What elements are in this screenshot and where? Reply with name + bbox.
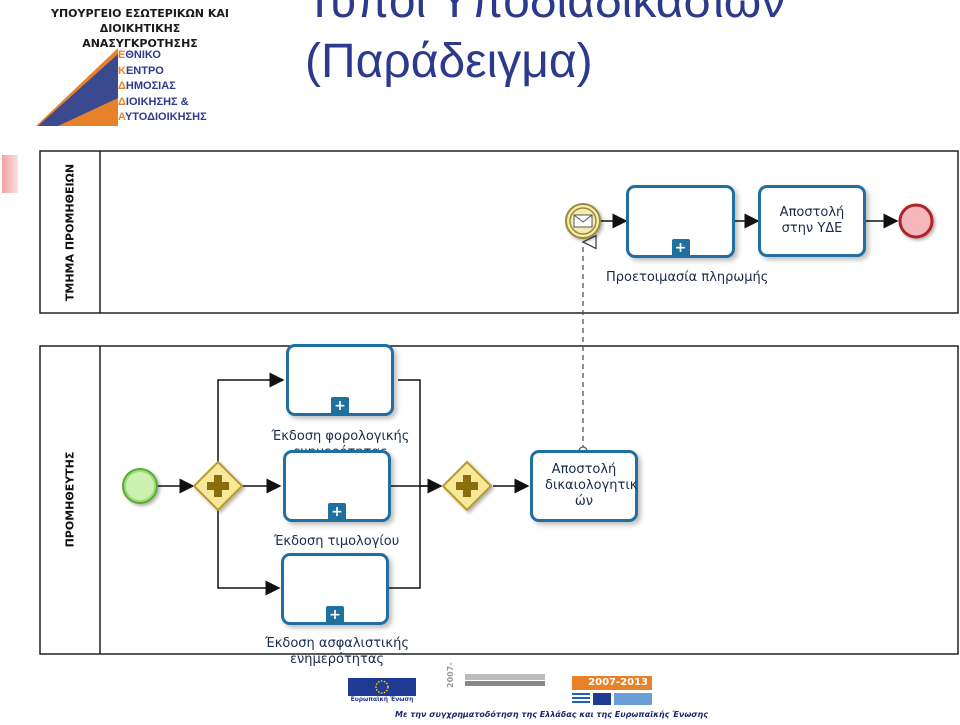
ministry-line-2: ΔΙΟΙΚΗΤΙΚΗΣ ΑΝΑΣΥΓΚΡΟΤΗΣΗΣ xyxy=(82,22,198,50)
pool-supplier xyxy=(39,345,959,655)
send-to-yde-text: Αποστολή στην ΥΔΕ xyxy=(779,205,845,236)
ekdd-logo xyxy=(36,48,118,126)
expand-subprocess-icon[interactable]: + xyxy=(671,239,690,257)
ministry-name: ΥΠΟΥΡΓΕΙΟ ΕΣΩΤΕΡΙΚΩΝ ΚΑΙ ΔΙΟΙΚΗΤΙΚΗΣ ΑΝΑ… xyxy=(40,6,240,51)
insurance-subprocess[interactable]: + xyxy=(281,553,389,625)
tax-clearance-subprocess[interactable]: + xyxy=(286,344,394,416)
expand-subprocess-icon[interactable]: + xyxy=(331,397,349,415)
invoice-subprocess[interactable]: + xyxy=(283,450,391,522)
expand-subprocess-icon[interactable]: + xyxy=(326,606,344,624)
decorative-accent xyxy=(2,155,18,193)
send-docs-text: Αποστολή δικαιολογητικ ών xyxy=(545,462,638,509)
espa-logo: 2007-2013 xyxy=(572,676,652,710)
pool-label-procurement: ΤΜΗΜΑ ΠΡΟΜΗΘΕΙΩΝ xyxy=(63,163,77,302)
pool-label-supplier: ΠΡΟΜΗΘΕΥΤΗΣ xyxy=(63,451,77,548)
programme-logo xyxy=(465,674,545,691)
ekdd-name: ΕΘΝΙΚΟ ΚΕΝΤΡΟ ΔΗΜΟΣΙΑΣ ΔΙΟΙΚΗΣΗΣ & ΑΥΤΟΔ… xyxy=(118,49,207,123)
eu-flag-small-icon xyxy=(593,693,611,705)
year-mark: 2007- xyxy=(446,662,455,688)
title-line-2: (Παράδειγμα) xyxy=(305,35,593,88)
eu-logo: Ευρωπαϊκή Ένωση xyxy=(348,678,416,708)
invoice-label: Έκδοση τιμολογίου xyxy=(273,534,400,549)
title-line-1: Τύποι Υποδιαδικασιών xyxy=(305,0,786,28)
expand-subprocess-icon[interactable]: + xyxy=(328,503,346,521)
send-to-yde-task[interactable]: Αποστολή στην ΥΔΕ xyxy=(758,185,866,257)
ministry-line-1: ΥΠΟΥΡΓΕΙΟ ΕΣΩΤΕΡΙΚΩΝ ΚΑΙ xyxy=(51,7,229,20)
payment-prep-subprocess[interactable]: + xyxy=(626,185,735,258)
greek-flag-icon xyxy=(572,693,590,705)
eu-flag-icon xyxy=(348,678,416,696)
payment-prep-label: Προετοιμασία πληρωμής xyxy=(606,270,769,285)
parallel-gateway-split xyxy=(192,460,244,512)
send-docs-task[interactable]: Αποστολή δικαιολογητικ ών xyxy=(530,450,638,522)
funding-note: Με την συγχρηματοδότηση της Ελλάδας και … xyxy=(395,710,708,719)
insurance-label: Έκδοση ασφαλιστικής ενημερότητας xyxy=(265,636,409,667)
end-event xyxy=(898,203,934,239)
message-catch-event xyxy=(565,203,601,239)
parallel-gateway-join xyxy=(441,460,493,512)
slide-title: Τύποι Υποδιαδικασιών (Παράδειγμα) xyxy=(305,0,785,92)
